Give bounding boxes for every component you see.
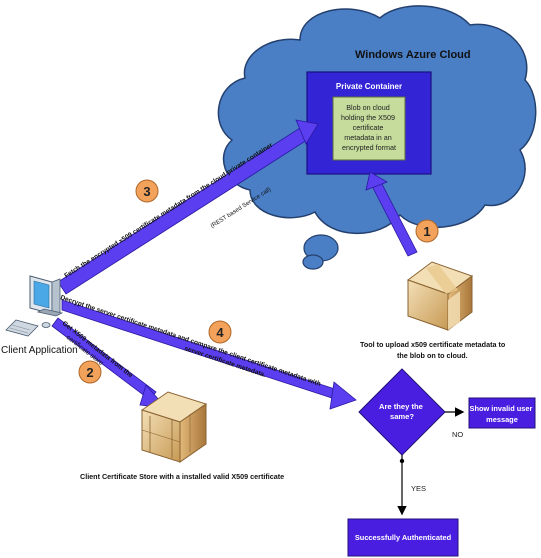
svg-text:Are they the same?: Are they the same? bbox=[379, 402, 425, 421]
fetch-arrowhead bbox=[295, 119, 319, 145]
blob-line: certificate bbox=[353, 123, 384, 132]
yes-connector-dot bbox=[399, 458, 405, 464]
decision-line: Are they the bbox=[379, 402, 423, 411]
step-4: 4 bbox=[208, 320, 232, 344]
upload-arrowhead bbox=[365, 171, 388, 191]
invalid-line: message bbox=[486, 415, 518, 424]
svg-text:Show invalid user messag: Show invalid user message bbox=[470, 404, 535, 424]
decision-line: same? bbox=[390, 412, 414, 421]
client-label: Client Application bbox=[1, 345, 78, 356]
tool-line: the blob on to cloud. bbox=[397, 351, 468, 360]
invalid-line: Show invalid user bbox=[470, 404, 533, 413]
step-2-number: 2 bbox=[86, 365, 93, 380]
computer-icon bbox=[5, 275, 64, 337]
container-title: Private Container bbox=[336, 82, 402, 91]
decision-diamond: Are they the same? bbox=[358, 368, 446, 456]
cloud-title: Windows Azure Cloud bbox=[355, 49, 471, 61]
yes-label: YES bbox=[411, 484, 426, 493]
blob-line: holding the X509 bbox=[341, 113, 395, 122]
private-container: Private Container Blob on cloud holding … bbox=[306, 71, 432, 175]
upload-arrow bbox=[365, 171, 418, 257]
blob-text: Blob on cloud holding the X509 certifica… bbox=[341, 103, 397, 152]
certificate-store-icon bbox=[140, 391, 208, 463]
package-icon bbox=[406, 261, 474, 331]
decrypt-arrowhead bbox=[329, 381, 357, 410]
invalid-user-box: Show invalid user message bbox=[468, 397, 536, 429]
success-label: Successfully Authenticated bbox=[355, 533, 452, 542]
blob-box bbox=[332, 96, 406, 161]
blob-line: metadata in an bbox=[344, 133, 392, 142]
cloud-bubble-small bbox=[302, 254, 324, 270]
success-box: Successfully Authenticated bbox=[347, 518, 459, 557]
step-4-number: 4 bbox=[216, 325, 224, 340]
no-label: NO bbox=[452, 430, 463, 439]
mouse-icon bbox=[41, 322, 51, 328]
store-label: Client Certificate Store with a installe… bbox=[80, 472, 284, 481]
step-2: 2 bbox=[78, 360, 102, 384]
step-1-number: 1 bbox=[423, 224, 430, 239]
step-1: 1 bbox=[415, 219, 439, 243]
blob-line: Blob on cloud bbox=[346, 103, 390, 112]
step-3-number: 3 bbox=[143, 184, 150, 199]
tool-label: Tool to upload x509 certificate metadata… bbox=[360, 340, 507, 360]
blob-line: encrypted format bbox=[342, 143, 396, 152]
tool-line: Tool to upload x509 certificate metadata… bbox=[360, 340, 506, 349]
step-3: 3 bbox=[135, 179, 159, 203]
